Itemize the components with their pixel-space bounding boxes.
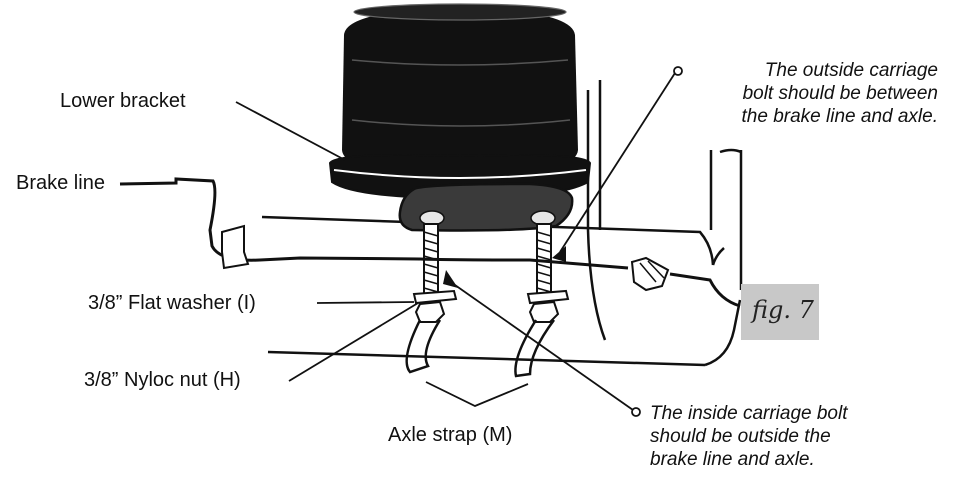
label-brake-line: Brake line <box>16 172 105 194</box>
frame-rails <box>586 80 743 341</box>
label-nyloc-nut: 3/8” Nyloc nut (H) <box>84 369 241 391</box>
note-inside-line-2: should be outside the <box>650 426 831 447</box>
leader-lines <box>235 72 676 411</box>
brake-line <box>119 177 741 308</box>
label-lower-bracket: Lower bracket <box>60 90 186 112</box>
note-inside-carriage-bolt: The inside carriage bolt should be outsi… <box>650 402 910 471</box>
note-inside-line-1: The inside carriage bolt <box>650 403 848 424</box>
note-inside-line-3: brake line and axle. <box>650 449 815 470</box>
callout-dot-inside <box>631 407 641 417</box>
figure-tag-label: fig. 7 <box>752 296 814 324</box>
bracket-plate <box>398 182 574 232</box>
label-axle-strap: Axle strap (M) <box>388 424 513 446</box>
air-spring <box>342 3 578 184</box>
arrowheads <box>443 246 566 288</box>
note-outside-line-3: the brake line and axle. <box>741 106 938 127</box>
note-outside-line-1: The outside carriage <box>764 60 938 81</box>
carriage-bolts <box>423 223 552 305</box>
callout-dot-outside <box>673 66 683 76</box>
label-flat-washer: 3/8” Flat washer (I) <box>88 292 256 314</box>
note-outside-line-2: bolt should be between <box>742 83 938 104</box>
figure-tag: fig. 7 <box>741 284 819 340</box>
axle-straps <box>405 319 556 378</box>
note-outside-carriage-bolt: The outside carriage bolt should be betw… <box>690 59 938 128</box>
washers-and-nuts <box>412 289 570 323</box>
axle-tube <box>261 215 742 367</box>
